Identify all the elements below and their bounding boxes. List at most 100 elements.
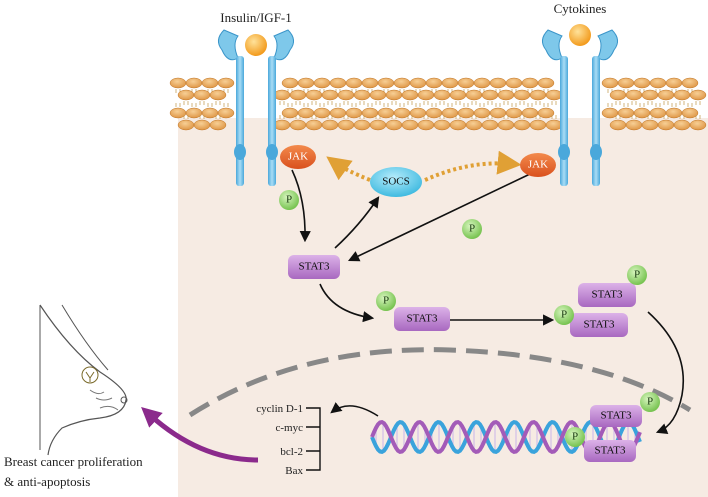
lipid-head: [681, 107, 699, 119]
lipid-head: [545, 89, 563, 101]
lipid-head: [441, 77, 459, 89]
nuclear-envelope: [188, 347, 692, 418]
lipid-head: [625, 89, 643, 101]
lipid-head: [369, 89, 387, 101]
lipid-head: [489, 77, 507, 89]
stat3-dimer-top-label: STAT3: [592, 289, 623, 301]
jak-to-stat3-arrow: [291, 169, 311, 243]
stat3-phosphorylated: STAT3 P: [376, 291, 450, 331]
lipid-head: [313, 77, 331, 89]
stat3-phosphorylated-label: STAT3: [407, 313, 438, 325]
lipid-head: [289, 89, 307, 101]
lipid-head: [505, 77, 523, 89]
lipid-head: [177, 89, 195, 101]
lipid-head: [193, 119, 211, 131]
lipid-head: [481, 119, 499, 131]
stat3-dimer: STAT3 P STAT3 P: [554, 265, 647, 337]
gene-bcl-2: bcl-2: [280, 446, 303, 458]
dna-to-genes-arrow: [330, 402, 379, 417]
lipid-head: [393, 77, 411, 89]
lipid-head: [689, 89, 707, 101]
lipid-head: [417, 89, 435, 101]
lipid-head: [401, 119, 419, 131]
lipid-head: [401, 89, 419, 101]
lipid-head: [513, 119, 531, 131]
stat3-dna-bottom-p: P: [572, 431, 578, 443]
lipid-head: [409, 77, 427, 89]
lipid-head: [209, 89, 227, 101]
lipid-head: [609, 89, 627, 101]
insulin-igf1-label: Insulin/IGF-1: [220, 10, 292, 25]
lipid-head: [337, 89, 355, 101]
dimer-nuclear-translocation-arrow: [647, 311, 684, 434]
stat3-monomer: STAT3: [288, 255, 340, 279]
lipid-head: [425, 77, 443, 89]
lipid-head: [473, 77, 491, 89]
lipid-head: [361, 77, 379, 89]
lipid-head: [321, 89, 339, 101]
receptor-left: [218, 29, 294, 186]
lipid-head: [201, 77, 219, 89]
stat3-phosphorylated-p: P: [383, 295, 389, 307]
lipid-head: [617, 77, 635, 89]
lipid-head: [545, 119, 563, 131]
lipid-head: [641, 89, 659, 101]
lipid-head: [657, 89, 675, 101]
lipid-head: [209, 119, 227, 131]
lipid-head: [481, 89, 499, 101]
lipid-head: [449, 89, 467, 101]
outcome-arrow: [141, 406, 259, 463]
lipid-head: [353, 119, 371, 131]
lipid-head: [449, 119, 467, 131]
lipid-head: [521, 77, 539, 89]
lipid-head: [217, 107, 235, 119]
lipid-head: [385, 119, 403, 131]
stat3-monomer-label: STAT3: [299, 261, 330, 273]
lipid-head: [297, 77, 315, 89]
lipid-head: [457, 77, 475, 89]
phosphate-free-1-label: P: [286, 194, 292, 206]
outcome-line-2: & anti-apoptosis: [4, 474, 90, 489]
lipid-head: [193, 89, 211, 101]
lipid-head: [177, 119, 195, 131]
gene-cyclin-d1: cyclin D-1: [256, 403, 303, 415]
lipid-head: [337, 119, 355, 131]
jak-right-node: JAK: [520, 153, 556, 177]
lipid-head: [273, 89, 291, 101]
gene-bax: Bax: [285, 465, 303, 477]
lipid-head: [601, 77, 619, 89]
lipid-head: [273, 119, 291, 131]
stat3-dimer-on-dna: STAT3 P STAT3 P: [565, 392, 660, 462]
socs-node: SOCS: [370, 167, 422, 197]
lipid-head: [689, 119, 707, 131]
gene-c-myc: c-myc: [276, 422, 304, 434]
breast-illustration: [39, 304, 128, 456]
cell-membrane: [169, 77, 707, 131]
jak-right-label: JAK: [528, 159, 548, 171]
right-jak-to-stat3-arrow: [347, 173, 531, 262]
lipid-head: [673, 119, 691, 131]
stat3-dimer-bottom-p: P: [561, 309, 567, 321]
lipid-head: [377, 77, 395, 89]
lipid-head: [513, 89, 531, 101]
lipid-head: [641, 119, 659, 131]
lipid-head: [305, 89, 323, 101]
lipid-head: [385, 89, 403, 101]
socs-label: SOCS: [382, 176, 410, 188]
stat3-dna-top-p: P: [647, 396, 653, 408]
lipid-head: [665, 77, 683, 89]
stat3-dimer-bottom-label: STAT3: [584, 319, 615, 331]
lipid-head: [369, 119, 387, 131]
lipid-head: [329, 77, 347, 89]
socs-inhibits-jak-left-arrow: [326, 156, 371, 182]
lipid-head: [321, 119, 339, 131]
stat3-dimer-top-p: P: [634, 269, 640, 281]
jak-left-label: JAK: [288, 151, 308, 163]
lipid-head: [433, 89, 451, 101]
lipid-head: [417, 119, 435, 131]
lipid-head: [281, 77, 299, 89]
lipid-head: [465, 89, 483, 101]
cytokine-ligand: [569, 24, 591, 46]
lipid-head: [217, 77, 235, 89]
lipid-head: [497, 89, 515, 101]
